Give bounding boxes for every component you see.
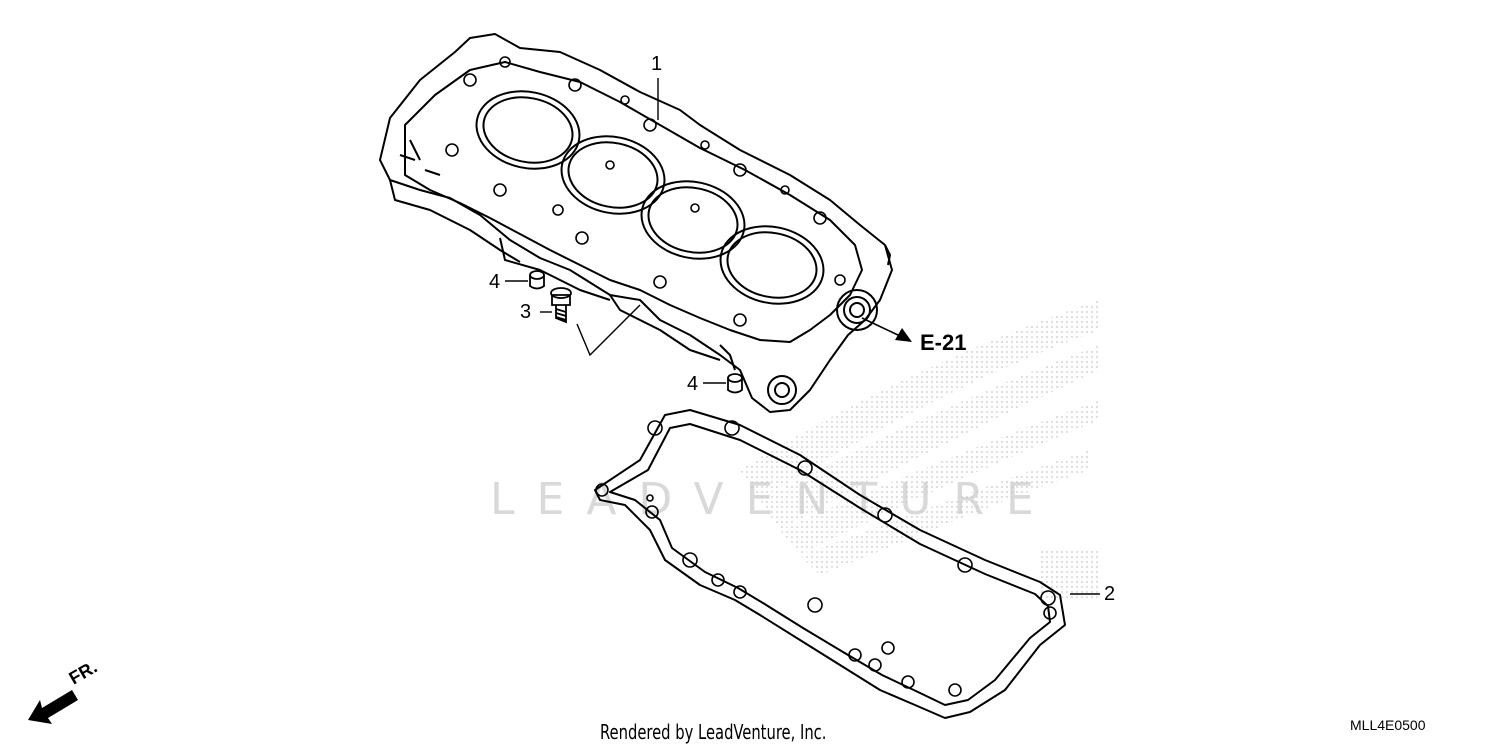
callout-part-1: 1 bbox=[651, 53, 663, 75]
dowel-pin-upper bbox=[529, 270, 545, 290]
cylinder-gasket bbox=[594, 409, 1066, 719]
bolt bbox=[550, 287, 572, 324]
reference-arrow bbox=[861, 317, 912, 342]
front-direction-arrow bbox=[28, 690, 78, 724]
cylinder-block bbox=[379, 33, 893, 413]
leader-lines bbox=[505, 78, 1100, 595]
rendered-by-credit: Rendered by LeadVenture, Inc. bbox=[600, 720, 827, 744]
callout-part-2: 2 bbox=[1104, 583, 1116, 605]
callout-part-4-lower: 4 bbox=[687, 373, 699, 395]
callout-part-4-upper: 4 bbox=[489, 271, 501, 293]
watermark-wing-logo bbox=[740, 300, 1100, 600]
reference-label: E-21 bbox=[920, 330, 967, 355]
callout-part-3: 3 bbox=[520, 301, 532, 323]
diagram-code: MLL4E0500 bbox=[1350, 717, 1426, 733]
dowel-pin-lower bbox=[727, 373, 743, 394]
